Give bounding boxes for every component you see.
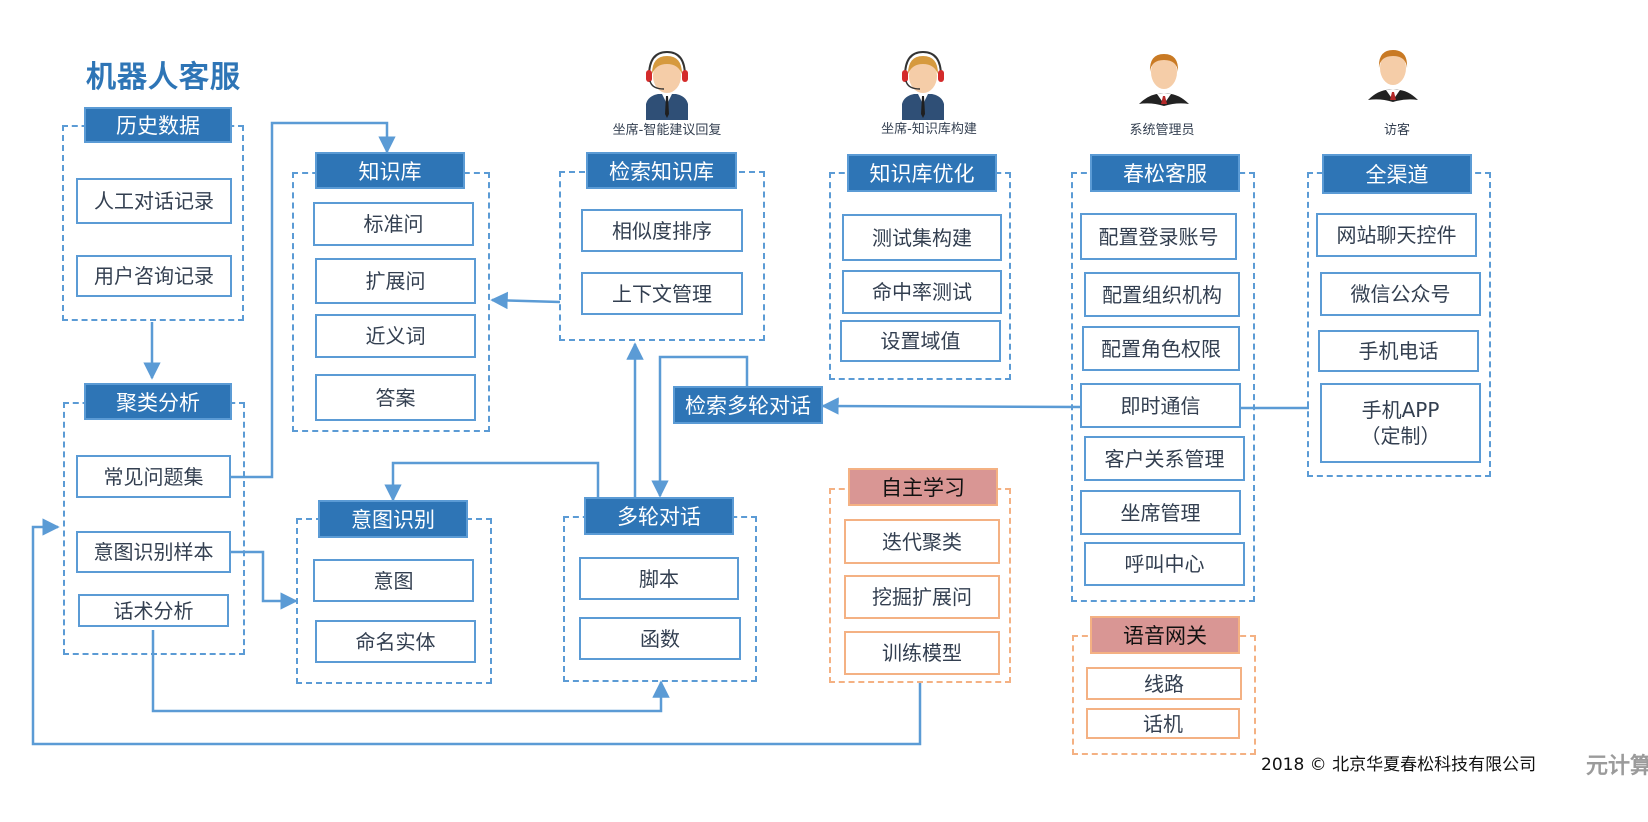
- group-header-search-kb[interactable]: 检索知识库: [586, 152, 737, 189]
- item-extended-question[interactable]: 扩展问: [315, 258, 476, 304]
- agent-headset-icon: [902, 50, 944, 120]
- role-agent-suggest: [640, 48, 694, 124]
- item-crm[interactable]: 客户关系管理: [1084, 436, 1245, 481]
- group-header-chunsong-cs[interactable]: 春松客服: [1090, 154, 1240, 192]
- search-multiturn-node[interactable]: 检索多轮对话: [673, 386, 823, 424]
- group-search-kb: [559, 171, 765, 341]
- item-synonym[interactable]: 近义词: [315, 314, 476, 358]
- item-mobile-phone[interactable]: 手机电话: [1318, 330, 1479, 372]
- item-train-model[interactable]: 训练模型: [844, 631, 1000, 675]
- role-agent-kb: [896, 48, 950, 124]
- connector-searchmulti-to-multiturn: [651, 355, 749, 498]
- item-speech-analysis[interactable]: 话术分析: [78, 594, 229, 627]
- role-label: 坐席-智能建议回复: [612, 123, 722, 138]
- item-test-set-build[interactable]: 测试集构建: [842, 214, 1002, 261]
- page-title: 机器人客服: [86, 60, 241, 95]
- user-suit-icon: [1368, 50, 1418, 102]
- item-line[interactable]: 线路: [1086, 667, 1242, 700]
- item-faq-set[interactable]: 常见问题集: [76, 455, 231, 498]
- item-config-role-permissions[interactable]: 配置角色权限: [1082, 326, 1240, 371]
- group-header-multiturn[interactable]: 多轮对话: [584, 497, 734, 535]
- item-intent[interactable]: 意图: [313, 559, 474, 602]
- item-config-organization[interactable]: 配置组织机构: [1084, 272, 1240, 317]
- item-iterative-clustering[interactable]: 迭代聚类: [844, 519, 1000, 564]
- role-label: 坐席-知识库构建: [881, 122, 977, 137]
- role-visitor: [1366, 44, 1420, 120]
- item-answer[interactable]: 答案: [315, 374, 476, 421]
- item-set-threshold[interactable]: 设置域值: [840, 320, 1001, 362]
- user-suit-icon: [1139, 54, 1189, 106]
- item-phone-set[interactable]: 话机: [1086, 708, 1240, 739]
- item-intent-samples[interactable]: 意图识别样本: [76, 531, 231, 573]
- item-manual-chat-records[interactable]: 人工对话记录: [76, 178, 232, 224]
- watermark: 元计算: [1584, 748, 1648, 780]
- item-function[interactable]: 函数: [579, 617, 741, 660]
- group-header-voice-gateway[interactable]: 语音网关: [1090, 616, 1240, 654]
- role-admin: [1137, 48, 1191, 124]
- item-named-entity[interactable]: 命名实体: [315, 620, 476, 663]
- item-mine-extended-questions[interactable]: 挖掘扩展问: [844, 575, 1000, 619]
- item-website-chat-widget[interactable]: 网站聊天控件: [1316, 213, 1477, 257]
- group-header-knowledge-base[interactable]: 知识库: [315, 152, 465, 189]
- item-similarity-ranking[interactable]: 相似度排序: [581, 209, 743, 252]
- group-header-kb-optimization[interactable]: 知识库优化: [847, 154, 997, 192]
- connector-im-to-searchmulti: [821, 397, 1083, 415]
- group-header-history[interactable]: 历史数据: [84, 107, 232, 143]
- group-header-omnichannel[interactable]: 全渠道: [1322, 154, 1472, 194]
- item-config-login-account[interactable]: 配置登录账号: [1080, 213, 1237, 260]
- connector-multiturn-to-intent: [384, 461, 600, 502]
- role-label: 访客: [1383, 123, 1410, 138]
- group-header-intent-recognition[interactable]: 意图识别: [318, 500, 468, 538]
- item-call-center[interactable]: 呼叫中心: [1084, 542, 1245, 586]
- group-header-cluster[interactable]: 聚类分析: [84, 383, 232, 420]
- item-user-inquiry-records[interactable]: 用户咨询记录: [76, 255, 232, 297]
- copyright-footer: 2018 © 北京华夏春松科技有限公司: [1261, 755, 1537, 775]
- item-agent-management[interactable]: 坐席管理: [1080, 490, 1241, 535]
- item-script[interactable]: 脚本: [579, 557, 739, 600]
- item-context-management[interactable]: 上下文管理: [581, 272, 743, 315]
- item-mobile-app-custom[interactable]: 手机APP （定制）: [1320, 383, 1481, 463]
- item-wechat-official-account[interactable]: 微信公众号: [1320, 272, 1481, 316]
- connector-searchkb-to-kb: [490, 291, 561, 310]
- item-instant-messaging[interactable]: 即时通信: [1080, 383, 1241, 428]
- agent-headset-icon: [646, 50, 688, 120]
- item-hit-rate-test[interactable]: 命中率测试: [842, 270, 1002, 314]
- item-standard-question[interactable]: 标准问: [313, 202, 474, 246]
- role-label: 系统管理员: [1129, 123, 1195, 138]
- group-header-self-learning[interactable]: 自主学习: [848, 468, 998, 506]
